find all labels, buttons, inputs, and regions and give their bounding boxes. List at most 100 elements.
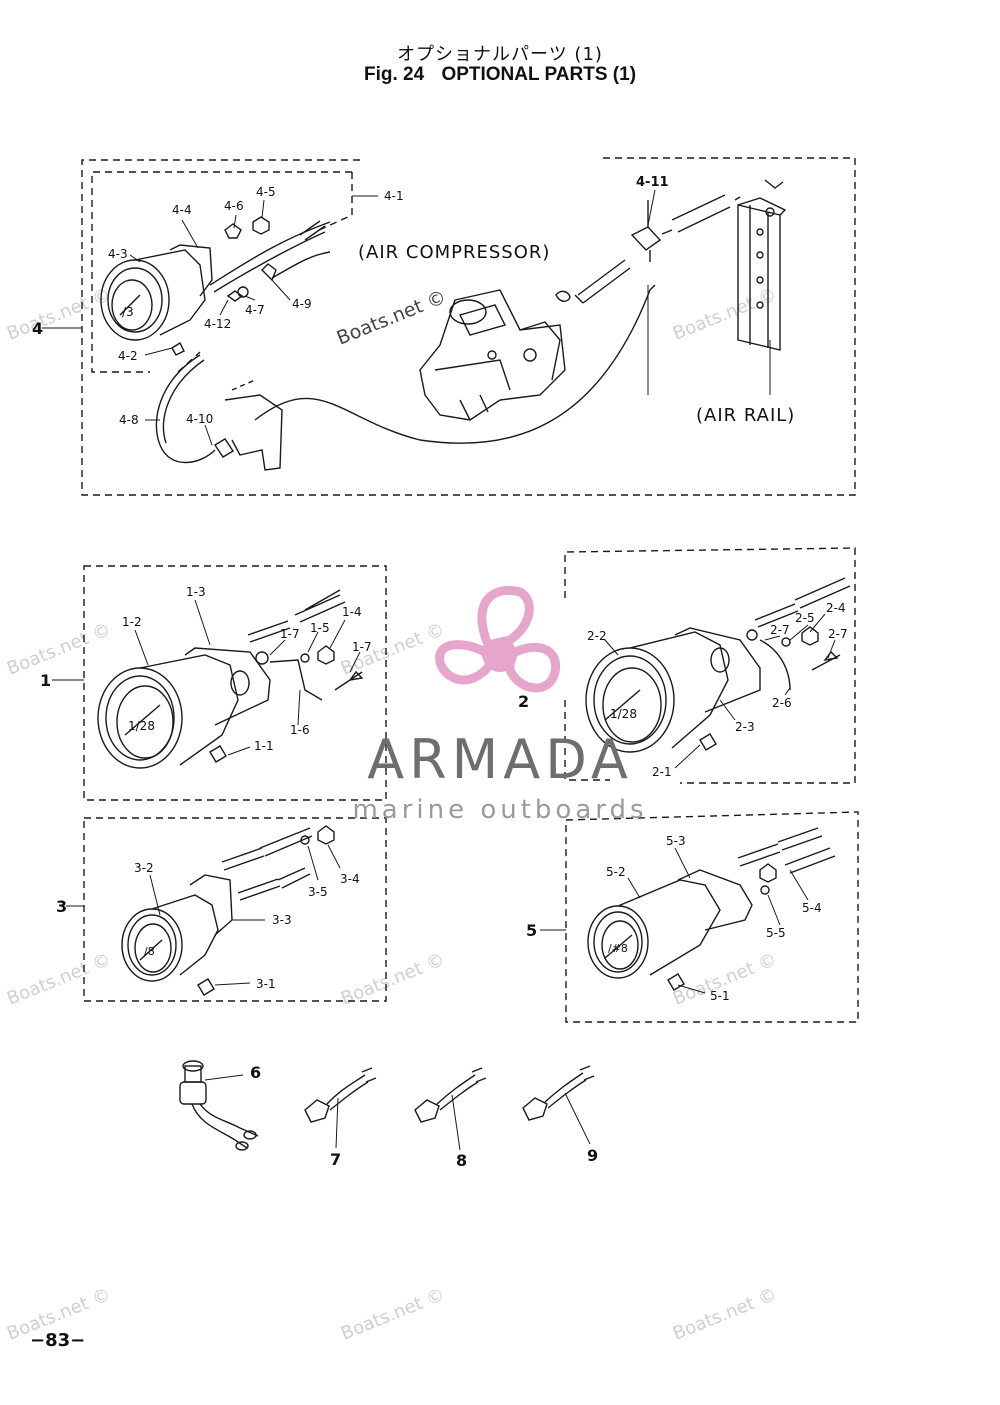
air-rail: [737, 179, 787, 395]
hose-clamp: [555, 290, 571, 302]
part-label: 3-2: [134, 861, 154, 875]
nut-2-4: [801, 626, 819, 646]
ring-1-7: [255, 651, 269, 665]
part-label: 2-3: [735, 720, 755, 734]
bulb-3-1: [197, 978, 215, 996]
gauge-3-2: /8: [121, 874, 233, 982]
part-label: 4-10: [186, 412, 213, 426]
group-3-frame: [83, 817, 387, 1002]
group-2-kit: 1/28: [564, 547, 856, 784]
figure-title: OPTIONAL PARTS (1): [441, 64, 637, 85]
wire: [754, 603, 799, 628]
group-label: 4: [32, 319, 43, 338]
wire-leads: [794, 577, 851, 609]
svg-text:1/28: 1/28: [610, 707, 637, 721]
nut-1-4: [317, 645, 335, 665]
washer-3-5: [300, 835, 310, 845]
part-label: 4-2: [118, 349, 138, 363]
part-label: 1-2: [122, 615, 142, 629]
group-1-frame: [83, 565, 387, 801]
group-label: 7: [330, 1150, 341, 1169]
gauge-1-2: 1/28: [97, 647, 271, 769]
switch-6: [179, 1060, 259, 1151]
wire-1-6: [269, 659, 323, 701]
part-label: 2-5: [795, 611, 815, 625]
watermark: Boats.net ©: [4, 619, 114, 680]
wire-leads: [777, 827, 823, 851]
group-1-kit: 1/28: [83, 565, 387, 801]
part-label: 4-12: [204, 317, 231, 331]
group-label: 5: [526, 921, 537, 940]
gauge-4-3: /3: [100, 244, 213, 341]
part-label: 4-5: [256, 185, 276, 199]
group-label: 3: [56, 897, 67, 916]
part-label: 5-3: [666, 834, 686, 848]
brand-name: ARMADA: [367, 728, 633, 791]
part-label: 2-7: [770, 623, 790, 637]
part-label: 1-1: [254, 739, 274, 753]
brand-tagline: marine outboards: [352, 795, 647, 825]
part-label: 2-2: [587, 629, 607, 643]
nut-4-7: [237, 286, 249, 298]
group-3-leaders: [66, 844, 341, 986]
group-label: 9: [587, 1146, 598, 1165]
parts-6-9: [179, 1060, 595, 1151]
terminal-1-7: [334, 670, 364, 691]
harness-7: [304, 1067, 377, 1123]
part-label: 3-3: [272, 913, 292, 927]
wire-leads: [294, 589, 346, 623]
terminal-2-7: [811, 650, 841, 671]
bulb-2-1: [699, 733, 717, 751]
nut-4-5: [252, 216, 270, 235]
page-number: −83−: [30, 1330, 85, 1351]
group-label: 2: [518, 692, 529, 711]
part-label: 4-8: [119, 413, 139, 427]
wire-leads: [259, 827, 313, 857]
bulb-1-1: [209, 745, 227, 763]
part-labels-3: 3-1 3-2 3-3 3-4 3-5: [134, 861, 360, 991]
svg-text:1/28: 1/28: [128, 719, 155, 733]
group-4-leaders: [42, 189, 656, 446]
group-2-frame: [564, 547, 856, 784]
part-label: 5-1: [710, 989, 730, 1003]
watermark: Boats.net ©: [334, 286, 450, 350]
part-label: 4-1: [384, 189, 404, 203]
harness-8: [414, 1067, 487, 1123]
group-label: 6: [250, 1063, 261, 1082]
svg-text:/3: /3: [122, 305, 134, 319]
part-label: 4-3: [108, 247, 128, 261]
nut-3-4: [317, 825, 335, 845]
group-5-leaders: [540, 847, 809, 994]
group-5-kit: /#8: [565, 811, 859, 1023]
part-label: 3-1: [256, 977, 276, 991]
watermark: Boats.net ©: [338, 1284, 448, 1345]
part-label: 4-7: [245, 303, 265, 317]
nut-4-6: [224, 223, 242, 239]
group-label: 1: [40, 671, 51, 690]
wire-2-6: [759, 639, 791, 691]
watermark: Boats.net ©: [670, 284, 780, 345]
group-label: 8: [456, 1151, 467, 1170]
part-label: 1-7: [280, 627, 300, 641]
part-labels-4: 4-1 4-2 4-3 4-4 4-5 4-6 4-7 4-8 4-9 4-10…: [108, 175, 669, 427]
part-label: 4-6: [224, 199, 244, 213]
air-compressor: [419, 289, 566, 421]
part-label: 4-4: [172, 203, 192, 217]
part-label: 5-2: [606, 865, 626, 879]
figure-number: Fig. 24: [363, 64, 425, 85]
group-5-frame: [565, 811, 859, 1023]
washer-2-5: [781, 637, 791, 647]
air-rail-callout: (AIR RAIL): [696, 405, 795, 426]
group-labels: 4 1 2 3 5 6 7 8 9: [32, 319, 598, 1170]
bracket: [224, 394, 283, 471]
part-label: 3-5: [308, 885, 328, 899]
group-3-kit: /8: [83, 817, 387, 1002]
air-compressor-callout: (AIR COMPRESSOR): [358, 242, 550, 263]
harness-9: [522, 1065, 595, 1121]
gauge-5-2: /#8: [587, 869, 753, 979]
air-line: [254, 289, 651, 444]
bulb-4-2: [171, 341, 185, 356]
part-labels-2: 2-1 2-2 2-3 2-4 2-5 2-6 2-7 2-7: [587, 601, 848, 779]
